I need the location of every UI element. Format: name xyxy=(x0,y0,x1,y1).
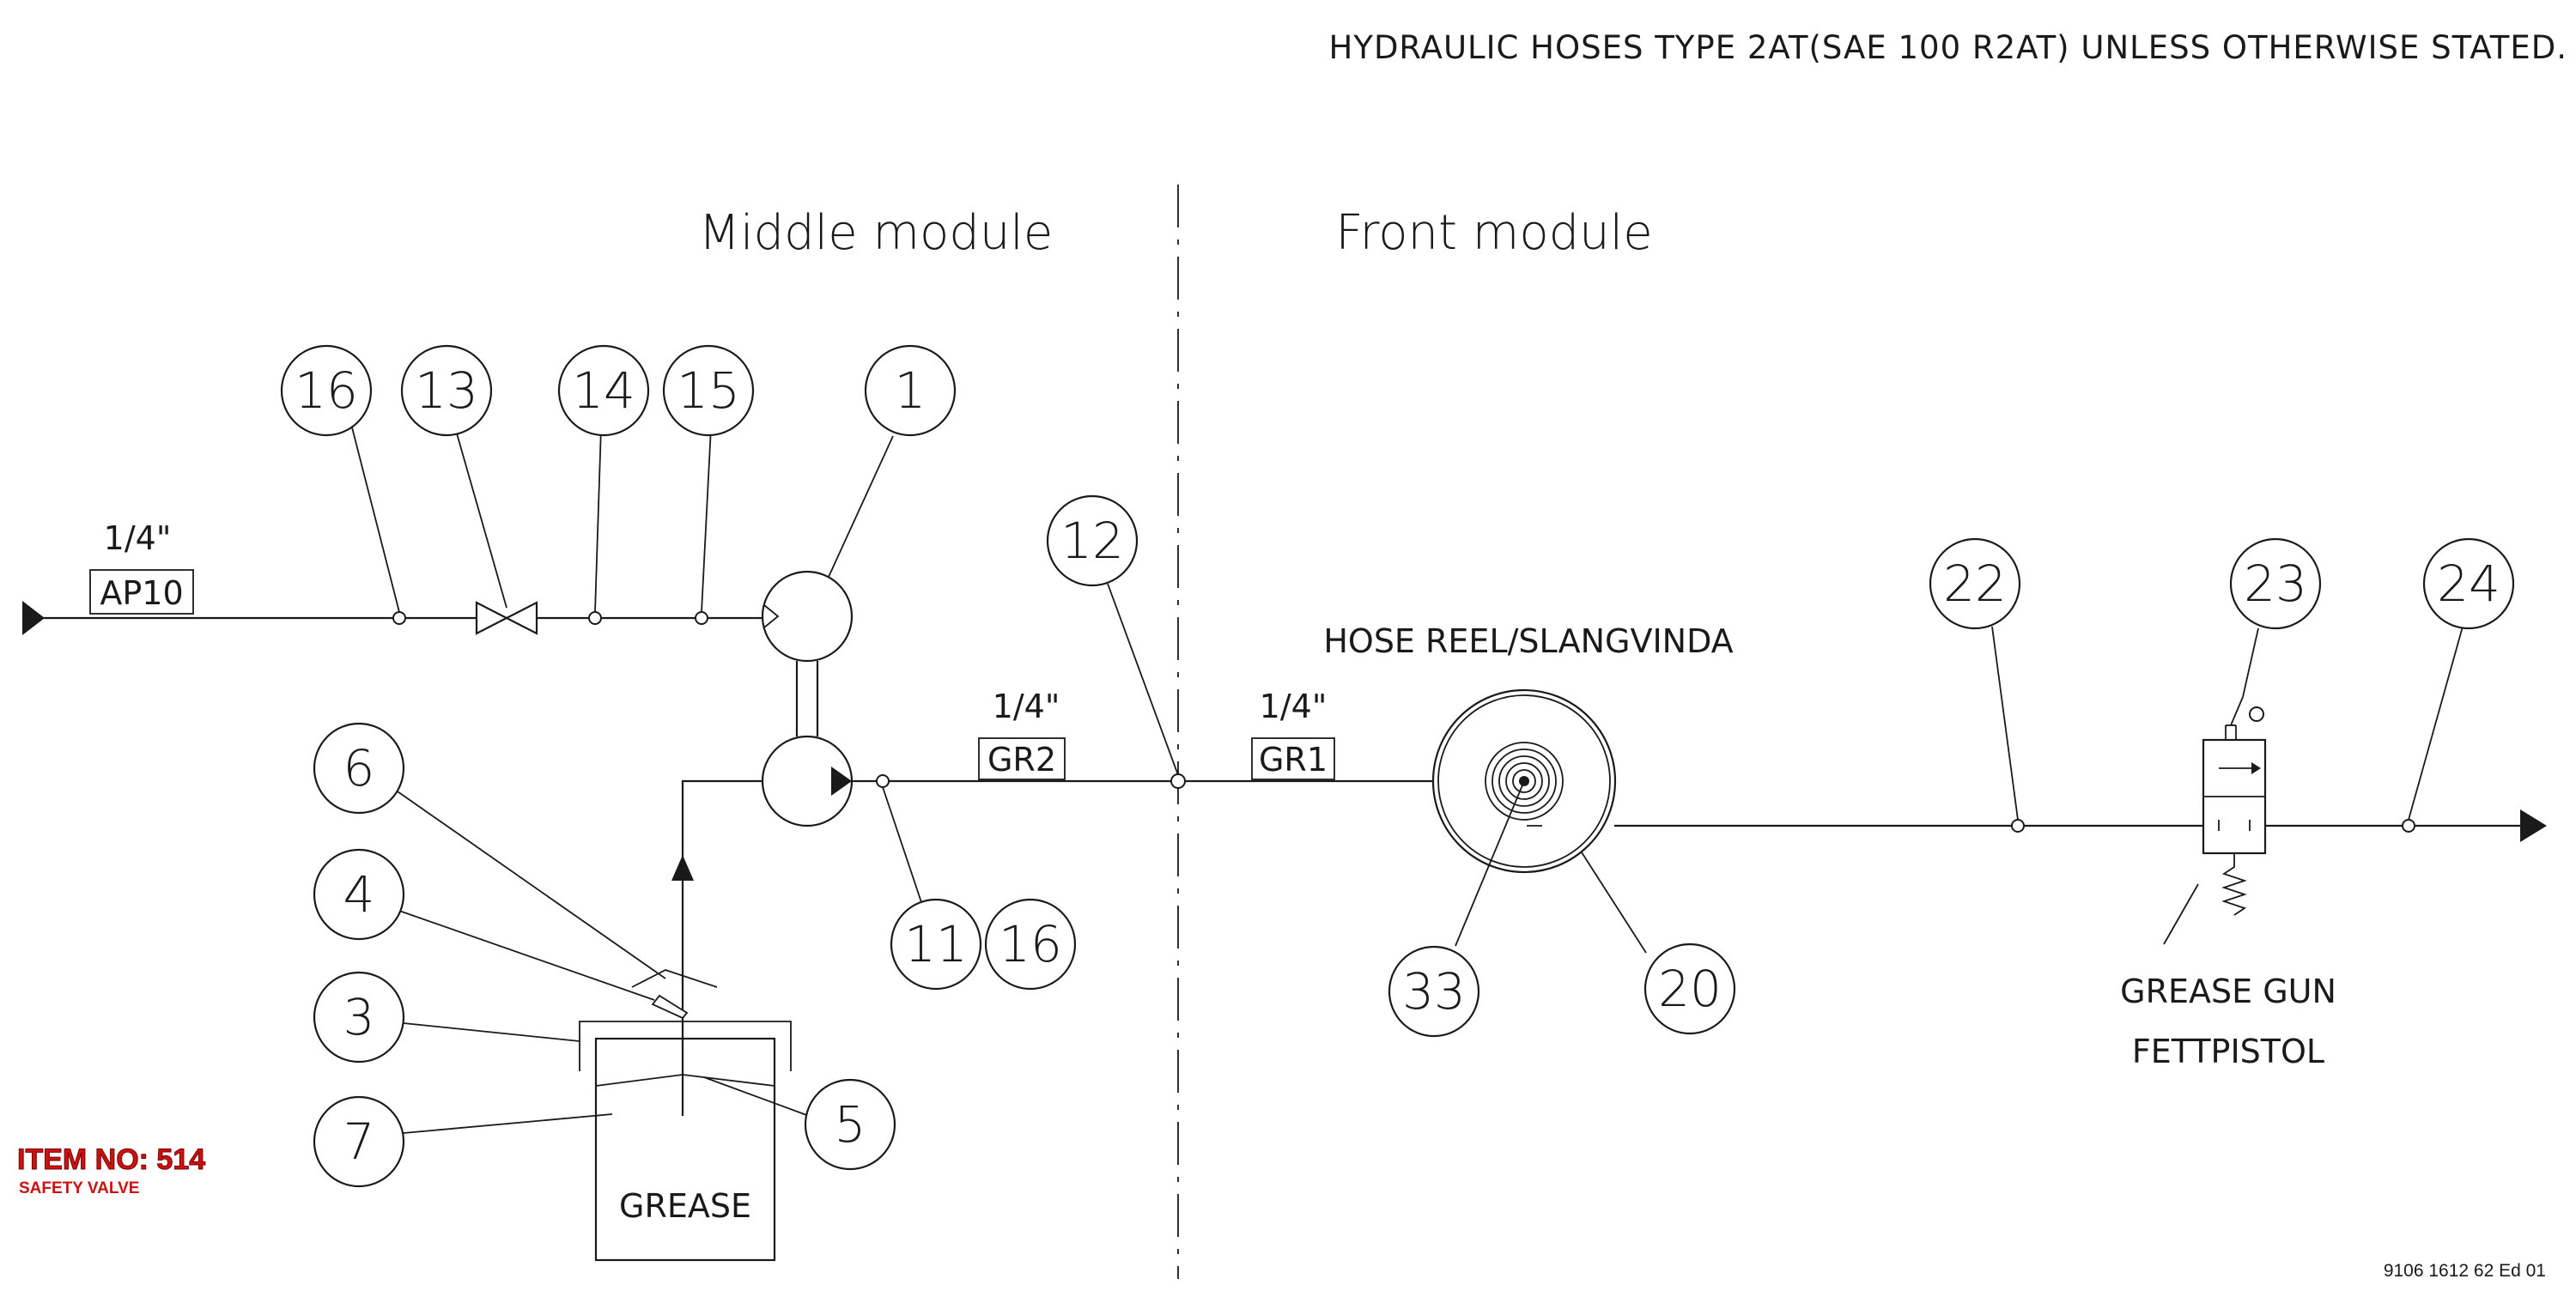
leader-12 xyxy=(1107,583,1179,776)
callout-33: 33 xyxy=(1388,945,1480,1038)
grease-gun-valve-icon xyxy=(2202,696,2267,916)
fettpistol-label: FETTPISTOL xyxy=(2132,1033,2324,1070)
leader-23 xyxy=(2242,627,2259,698)
svg-text:1: 1 xyxy=(895,361,927,420)
svg-text:12: 12 xyxy=(1060,512,1124,570)
svg-text:5: 5 xyxy=(835,1095,866,1154)
grease-gun-leader xyxy=(2163,883,2199,945)
svg-text:6: 6 xyxy=(343,739,375,797)
pump-outlet-arrow-icon xyxy=(831,767,852,796)
callout-11: 11 xyxy=(890,898,982,991)
callout-24: 24 xyxy=(2422,537,2515,630)
hose-tag-gr1: GR1 xyxy=(1259,741,1327,779)
svg-text:14: 14 xyxy=(572,361,635,420)
svg-text:16: 16 xyxy=(999,915,1062,973)
leader-22 xyxy=(1991,626,2019,821)
header-note: HYDRAULIC HOSES TYPE 2AT(SAE 100 R2AT) U… xyxy=(1329,29,2567,66)
svg-text:15: 15 xyxy=(677,361,740,420)
callout-3: 3 xyxy=(313,971,405,1064)
outlet-arrow-icon xyxy=(2520,809,2547,842)
callout-5: 5 xyxy=(804,1078,896,1171)
callout-15: 15 xyxy=(662,344,755,437)
leader-4 xyxy=(396,909,655,1001)
hose-size-gr1: 1/4" xyxy=(1260,688,1327,725)
svg-text:20: 20 xyxy=(1658,960,1722,1018)
hose-tag-ap10-box xyxy=(89,569,194,615)
svg-text:13: 13 xyxy=(415,361,478,420)
callout-23: 23 xyxy=(2229,537,2322,630)
svg-text:22: 22 xyxy=(1943,555,2007,613)
callout-20: 20 xyxy=(1643,942,1736,1035)
svg-text:24: 24 xyxy=(2437,555,2500,613)
hose-tag-gr2: GR2 xyxy=(987,741,1056,779)
leader-14 xyxy=(594,427,602,613)
node-24 xyxy=(2402,819,2415,833)
callout-16-top: 16 xyxy=(280,344,373,437)
leader-15 xyxy=(701,427,712,613)
node-11 xyxy=(876,774,890,788)
leader-1 xyxy=(828,435,894,578)
svg-text:33: 33 xyxy=(1402,962,1466,1021)
grease-container-label: GREASE xyxy=(619,1187,751,1225)
callout-13: 13 xyxy=(400,344,493,437)
leader-24 xyxy=(2408,626,2464,821)
svg-text:11: 11 xyxy=(904,915,968,973)
grease-gun-label: GREASE GUN xyxy=(2120,973,2336,1010)
leader-3 xyxy=(403,1022,580,1042)
node-12 xyxy=(1170,773,1186,789)
air-motor-inlet-chevron xyxy=(763,604,780,628)
svg-text:3: 3 xyxy=(343,988,375,1046)
callout-4: 4 xyxy=(313,848,405,941)
shutoff-valve-icon xyxy=(475,601,538,635)
suction-flow-arrow-icon xyxy=(671,855,694,881)
leader-13 xyxy=(454,427,507,609)
svg-text:23: 23 xyxy=(2244,555,2307,613)
leader-5 xyxy=(703,1076,810,1117)
leader-16-top xyxy=(351,427,400,613)
hose-tag-ap10: AP10 xyxy=(100,574,183,612)
node-16-top xyxy=(392,611,406,625)
air-motor-icon xyxy=(761,570,854,663)
callout-6: 6 xyxy=(313,722,405,815)
leader-6 xyxy=(394,789,666,979)
node-15 xyxy=(695,611,708,625)
hose-reel-label: HOSE REEL/SLANGVINDA xyxy=(1323,622,1733,660)
hose-tag-gr1-box xyxy=(1251,737,1335,780)
hose-size-gr2: 1/4" xyxy=(993,688,1060,725)
node-14 xyxy=(588,611,602,625)
svg-text:4: 4 xyxy=(343,865,375,924)
svg-text:16: 16 xyxy=(295,361,358,420)
hose-size-ap10: 1/4" xyxy=(104,519,172,557)
front-module-title: Front module xyxy=(1335,205,1652,261)
hose-tag-gr2-box xyxy=(978,737,1066,780)
callout-16-bottom: 16 xyxy=(984,898,1077,991)
leader-20 xyxy=(1581,852,1647,954)
callout-14: 14 xyxy=(557,344,650,437)
callout-12: 12 xyxy=(1046,494,1139,587)
leader-11 xyxy=(882,786,925,911)
svg-text:7: 7 xyxy=(343,1112,375,1171)
callout-1: 1 xyxy=(864,344,957,437)
leader-33 xyxy=(1455,780,1525,947)
item-number: ITEM NO: 514 xyxy=(17,1143,205,1176)
grease-container-icon xyxy=(579,969,792,1262)
leader-7 xyxy=(403,1113,613,1134)
middle-module-title: Middle module xyxy=(699,205,1054,261)
callout-7: 7 xyxy=(313,1095,405,1188)
document-number: 9106 1612 62 Ed 01 xyxy=(2384,1261,2546,1281)
node-22 xyxy=(2011,819,2025,833)
suction-line xyxy=(681,779,762,1116)
item-name: SAFETY VALVE xyxy=(19,1179,139,1197)
callout-22: 22 xyxy=(1929,537,2021,630)
